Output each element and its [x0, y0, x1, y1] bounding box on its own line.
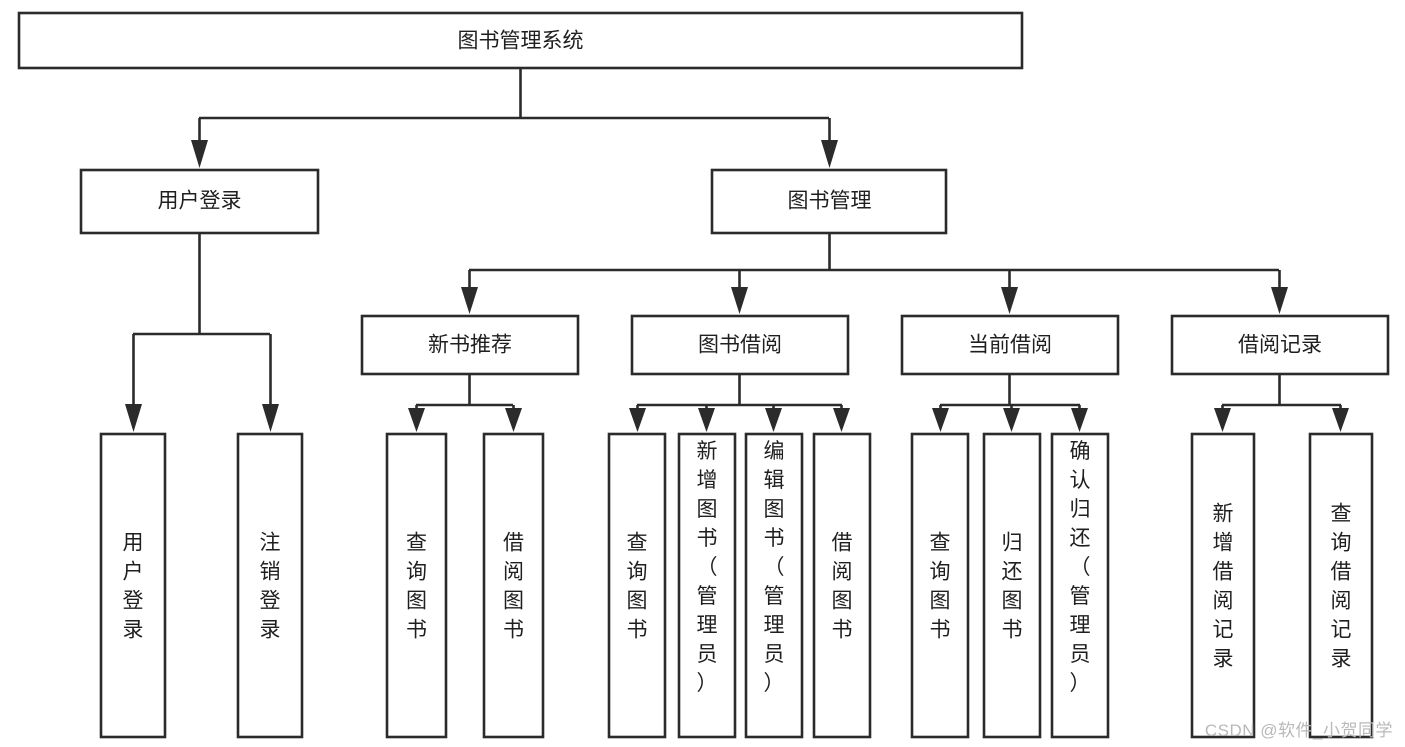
node-user-login-box[interactable] — [79, 168, 320, 235]
arrow-head-leaf-query-record — [1332, 408, 1349, 432]
leaf-logout-label: 注销登录 — [260, 532, 281, 642]
connector-group-book-borrow — [629, 374, 850, 432]
leaf-node[interactable]: 新增图书（管理员） — [677, 432, 737, 739]
leaf-query-book-3-label: 查询图书 — [930, 532, 951, 642]
arrow-head-leaf-borrow-book-2 — [833, 408, 850, 432]
leaf-add-record-box[interactable] — [1190, 432, 1256, 739]
node-borrow-record-box[interactable] — [1170, 314, 1390, 376]
arrow-head-leaf-edit-book — [765, 408, 782, 432]
leaf-user-login-box[interactable] — [99, 432, 167, 739]
arrow-head-leaf-query-book-1 — [408, 408, 425, 432]
arrow-head-leaf-confirm-return — [1071, 408, 1088, 432]
node-new-book-rec-label: 新书推荐 — [428, 334, 512, 357]
node-borrow-record[interactable]: 借阅记录 — [1170, 314, 1390, 376]
leaf-add-book-label: 新增图书（管理员） — [697, 440, 718, 695]
leaf-query-record-box[interactable] — [1308, 432, 1374, 739]
leaf-query-book-1-label: 查询图书 — [406, 532, 427, 642]
leaf-node[interactable]: 查询图书 — [910, 432, 970, 739]
arrow-head-leaf-add-record — [1214, 408, 1231, 432]
node-borrow-record-label: 借阅记录 — [1238, 334, 1322, 357]
node-book-manage-box[interactable] — [710, 168, 948, 235]
arrow-head-user-login — [191, 140, 208, 168]
leaf-node[interactable]: 注销登录 — [236, 432, 304, 739]
connector-group-current-borrow — [932, 374, 1088, 432]
leaf-user-login-label: 用户登录 — [123, 532, 144, 642]
node-new-book-rec-box[interactable] — [360, 314, 580, 376]
arrow-head-leaf-query-book-2 — [629, 408, 646, 432]
arrow-head-book-borrow — [731, 287, 748, 314]
leaf-query-book-2-box[interactable] — [607, 432, 667, 739]
node-book-manage[interactable]: 图书管理 — [710, 168, 948, 235]
arrow-head-leaf-user-login — [125, 404, 142, 432]
leaf-node-layer: 用户登录 注销登录 查询图书 借阅图书 查询图书 新增图书（管理员） 编辑图书（管理员） 借阅… — [99, 432, 1374, 739]
leaf-node[interactable]: 用户登录 — [99, 432, 167, 739]
leaf-edit-book-box[interactable] — [744, 432, 804, 739]
arrow-head-leaf-query-book-3 — [932, 408, 949, 432]
leaf-node[interactable]: 确认归还（管理员） — [1050, 432, 1110, 739]
leaf-borrow-book-2-box[interactable] — [812, 432, 872, 739]
arrow-head-leaf-borrow-book-1 — [505, 408, 522, 432]
node-new-book-rec[interactable]: 新书推荐 — [360, 314, 580, 376]
arrow-head-borrow-record — [1271, 287, 1288, 314]
node-root[interactable]: 图书管理系统 — [17, 11, 1024, 70]
node-current-borrow-box[interactable] — [900, 314, 1120, 376]
leaf-return-book-label: 归还图书 — [1002, 532, 1023, 642]
arrow-head-new-book-rec — [461, 287, 478, 314]
leaf-add-book-box[interactable] — [677, 432, 737, 739]
leaf-confirm-return-label: 确认归还（管理员） — [1070, 440, 1091, 695]
connector-group-new-book-rec — [408, 374, 522, 432]
leaf-query-record-label: 查询借阅记录 — [1331, 503, 1352, 671]
leaf-query-book-3-box[interactable] — [910, 432, 970, 739]
node-book-borrow-box[interactable] — [630, 314, 850, 376]
leaf-node[interactable]: 查询图书 — [385, 432, 448, 739]
node-root-box[interactable] — [17, 11, 1024, 70]
leaf-node[interactable]: 编辑图书（管理员） — [744, 432, 804, 739]
arrow-head-current-borrow — [1001, 287, 1018, 314]
arrow-head-leaf-return-book — [1003, 408, 1020, 432]
node-book-borrow-label: 图书借阅 — [698, 334, 782, 357]
arrow-head-book-manage — [821, 140, 838, 168]
leaf-node[interactable]: 查询图书 — [607, 432, 667, 739]
leaf-node[interactable]: 借阅图书 — [482, 432, 545, 739]
arrow-head-leaf-add-book — [698, 408, 715, 432]
leaf-logout-box[interactable] — [236, 432, 304, 739]
node-current-borrow-label: 当前借阅 — [968, 334, 1052, 357]
leaf-return-book-box[interactable] — [982, 432, 1042, 739]
leaf-node[interactable]: 新增借阅记录 — [1190, 432, 1256, 739]
leaf-confirm-return-box[interactable] — [1050, 432, 1110, 739]
node-user-login[interactable]: 用户登录 — [79, 168, 320, 235]
connector-group-user-login — [125, 233, 279, 432]
connector-group-borrow-record — [1214, 374, 1349, 432]
arrow-head-leaf-logout — [262, 404, 279, 432]
node-root-label: 图书管理系统 — [458, 30, 584, 53]
leaf-query-book-1-box[interactable] — [385, 432, 448, 739]
leaf-borrow-book-1-box[interactable] — [482, 432, 545, 739]
node-current-borrow[interactable]: 当前借阅 — [900, 314, 1120, 376]
leaf-node[interactable]: 归还图书 — [982, 432, 1042, 739]
node-book-manage-label: 图书管理 — [788, 190, 872, 213]
node-user-login-label: 用户登录 — [158, 190, 242, 213]
leaf-query-book-2-label: 查询图书 — [627, 532, 648, 642]
connector-group-book-manage — [461, 233, 1288, 314]
connector-group-root — [191, 68, 838, 168]
leaf-borrow-book-2-label: 借阅图书 — [832, 532, 853, 642]
leaf-borrow-book-1-label: 借阅图书 — [503, 532, 524, 642]
leaf-add-record-label: 新增借阅记录 — [1213, 503, 1234, 671]
leaf-node[interactable]: 借阅图书 — [812, 432, 872, 739]
leaf-node[interactable]: 查询借阅记录 — [1308, 432, 1374, 739]
leaf-edit-book-label: 编辑图书（管理员） — [764, 440, 785, 695]
node-book-borrow[interactable]: 图书借阅 — [630, 314, 850, 376]
